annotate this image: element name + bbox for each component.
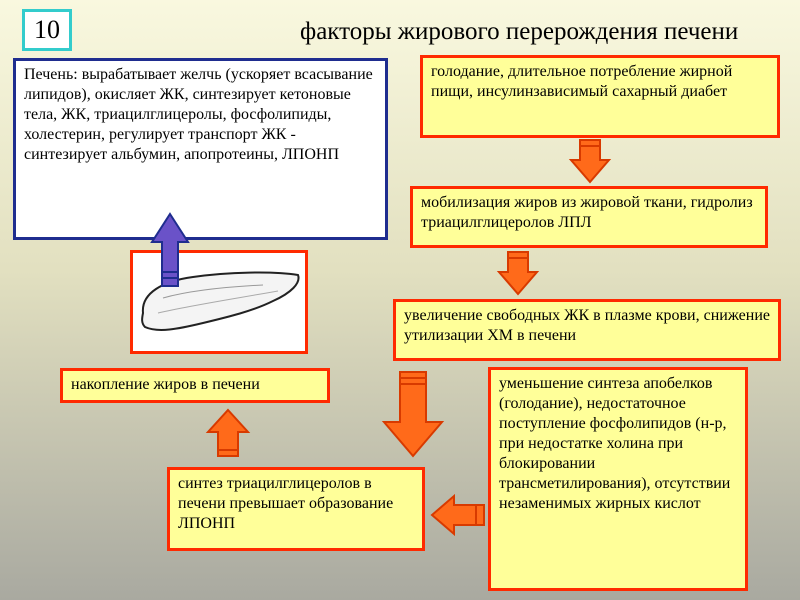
apoprotein-synthesis-box: уменьшение синтеза апобелков (голодание)… [488,367,748,591]
slide-number: 10 [22,9,72,51]
down-arrow-icon [496,251,540,296]
up-arrow-icon [205,408,251,457]
liver-image [130,250,308,354]
up-arrow-icon [150,212,190,287]
triacylglycerol-synthesis-box: синтез триацилглицеролов в печени превыш… [167,467,425,551]
slide-title: факторы жирового перерождения печени [300,18,739,45]
free-fatty-acids-box: увеличение свободных ЖК в плазме крови, … [393,299,781,361]
down-arrow-icon [381,371,445,458]
mobilization-box: мобилизация жиров из жировой ткани, гидр… [410,186,768,248]
down-arrow-icon [568,139,612,184]
fat-accumulation-box: накопление жиров в печени [60,368,330,403]
starvation-box: голодание, длительное потребление жирной… [420,55,780,138]
liver-functions-box: Печень: вырабатывает желчь (ускоряет вса… [13,58,388,240]
left-arrow-icon [430,493,485,537]
